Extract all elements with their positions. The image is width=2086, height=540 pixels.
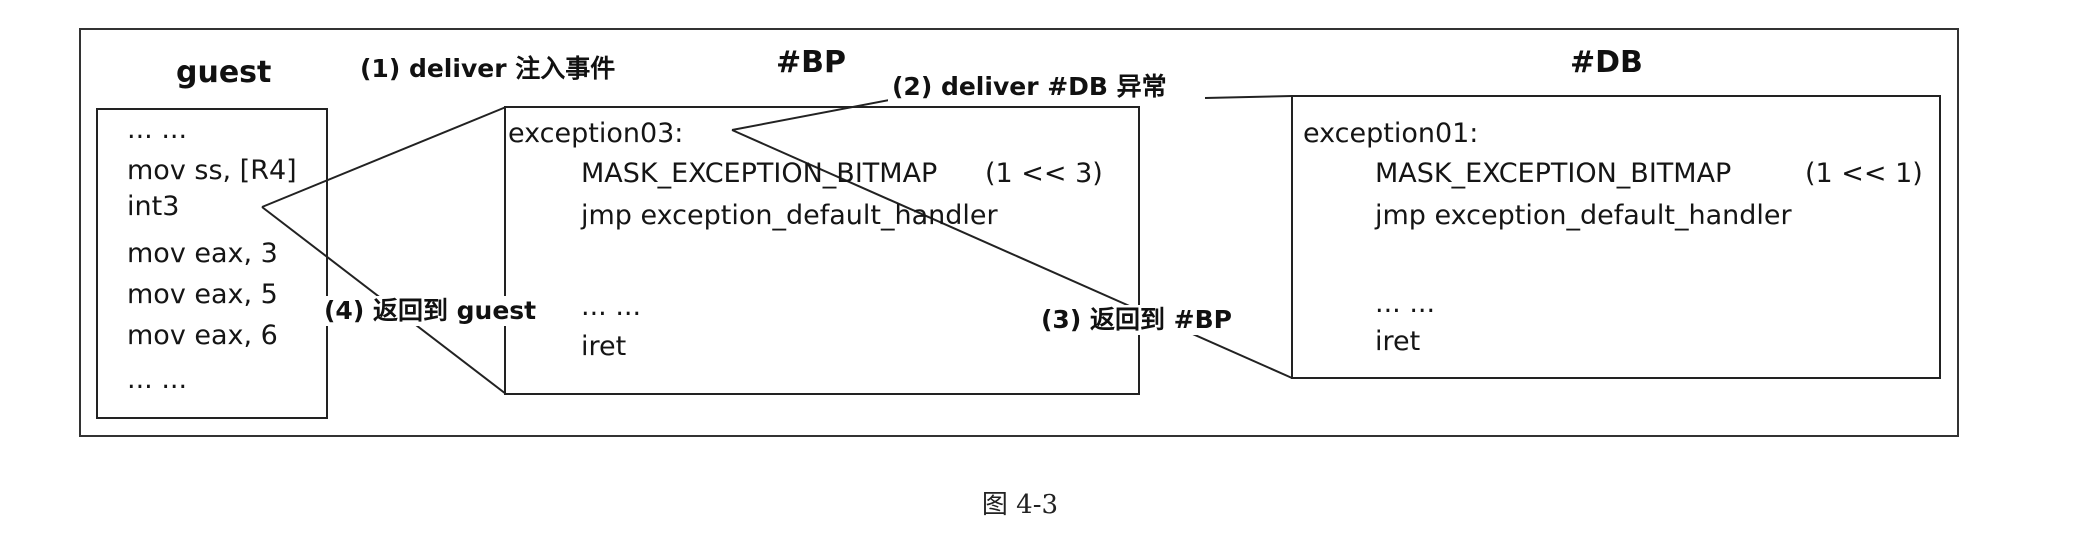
guest-line: ... ...	[127, 114, 188, 145]
guest-box	[96, 108, 328, 419]
bp-macro: MASK_EXCEPTION_BITMAP	[581, 158, 938, 189]
guest-line: mov ss, [R4]	[127, 155, 297, 186]
guest-line: mov eax, 5	[127, 279, 278, 310]
step2-annotation: (2) deliver #DB 异常	[888, 72, 1171, 102]
step1-annotation: (1) deliver 注入事件	[356, 54, 620, 84]
step4-annotation: (4) 返回到 guest	[320, 296, 541, 326]
bp-box	[504, 106, 1140, 395]
guest-line: mov eax, 3	[127, 238, 278, 269]
db-title: #DB	[1570, 45, 1643, 80]
bp-mask: (1 << 3)	[985, 158, 1103, 189]
deliver-db-line-b	[1204, 95, 1293, 99]
deliver-event-line	[261, 106, 507, 208]
outer-frame	[79, 28, 1959, 437]
db-iret: iret	[1375, 326, 1421, 357]
db-label: exception01:	[1303, 118, 1479, 149]
guest-line: mov eax, 6	[127, 320, 278, 351]
db-jump: jmp exception_default_handler	[1375, 200, 1792, 231]
bp-label: exception03:	[508, 118, 684, 149]
bp-title: #BP	[776, 45, 846, 80]
db-mask: (1 << 1)	[1805, 158, 1923, 189]
guest-line-int3: int3	[127, 191, 180, 222]
guest-line: ... ...	[127, 364, 188, 395]
bp-ellipsis: ... ...	[581, 291, 642, 322]
bp-iret: iret	[581, 331, 627, 362]
deliver-db-line-a	[731, 97, 901, 131]
figure-caption: 图 4-3	[981, 490, 1059, 520]
bp-jump: jmp exception_default_handler	[581, 200, 998, 231]
db-ellipsis: ... ...	[1375, 288, 1436, 319]
return-to-bp-line	[731, 129, 1293, 379]
step3-annotation: (3) 返回到 #BP	[1037, 305, 1236, 335]
db-macro: MASK_EXCEPTION_BITMAP	[1375, 158, 1732, 189]
guest-title: guest	[176, 55, 272, 90]
db-box	[1291, 95, 1941, 379]
